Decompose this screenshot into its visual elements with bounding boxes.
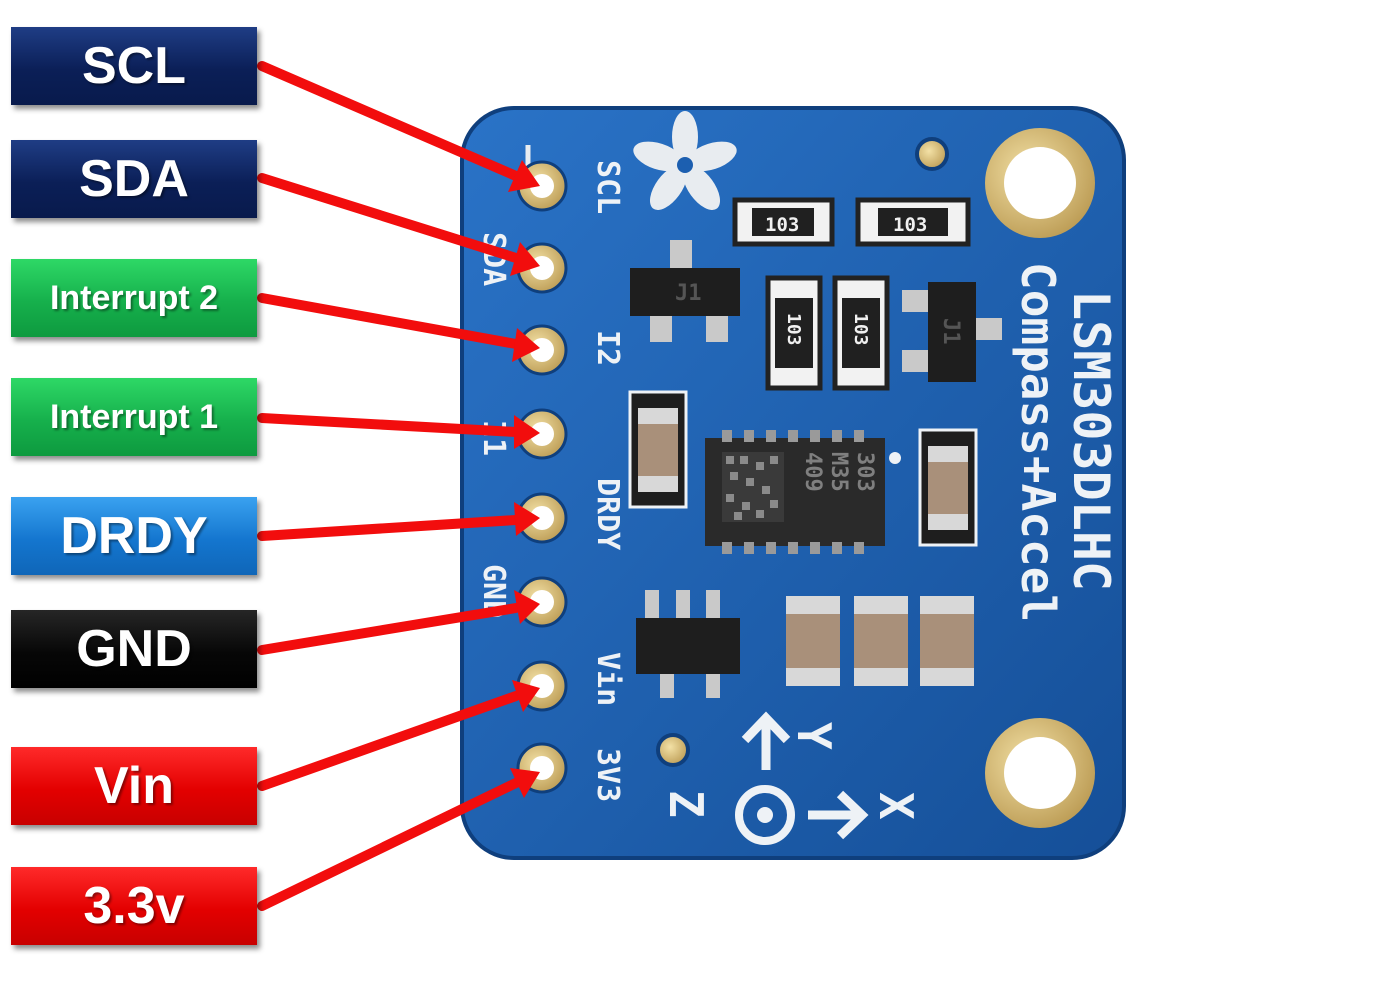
connector-arrows [257,61,540,911]
datamatrix-code [722,452,784,522]
label-scl: SCL [11,27,257,105]
arrow-sda [257,173,540,276]
resistor-103: 103 [765,275,823,391]
chip-name-silkscreen: LSM303DLHC [1062,290,1120,591]
arrow-3v3 [257,768,540,911]
capacitor [854,596,908,686]
arrow-vin [257,680,540,791]
transistor-j1: J1 [630,240,740,342]
resistor-103: 103 [732,197,835,247]
axis-label-x: X [869,792,923,820]
pin-label-drdy: DRDY [590,478,625,550]
label-gnd: GND [11,610,257,688]
via [915,137,949,171]
voltage-regulator [636,590,740,698]
capacitor [920,596,974,686]
resistor-103: 103 [855,197,971,247]
svg-text:103: 103 [850,313,871,346]
capacitor [628,390,688,509]
label-3v3: 3.3v [11,867,257,945]
arrow-drdy [257,502,540,541]
svg-text:103: 103 [783,313,804,346]
svg-text:103: 103 [893,214,927,236]
arrow-interrupt-1 [257,413,540,449]
label-interrupt-2: Interrupt 2 [11,259,257,337]
label-vin: Vin [11,747,257,825]
pin-label-3v3: 3V3 [590,748,625,802]
via [656,733,690,767]
arrow-gnd [257,590,540,655]
arrow-scl [257,61,540,192]
sensor-chip: 303 M35 409 [705,430,885,554]
mount-hole-bottom [985,718,1095,828]
axis-label-y: Y [787,722,841,750]
label-sda: SDA [11,140,257,218]
resistor-103: 103 [832,275,890,391]
capacitor [786,596,840,686]
arrow-interrupt-2 [257,293,540,362]
label-interrupt-1: Interrupt 1 [11,378,257,456]
svg-text:303: 303 [852,452,877,492]
svg-text:M35: M35 [826,452,851,492]
svg-text:409: 409 [800,452,825,492]
axis-x-arrow [808,790,869,840]
mount-hole-top [985,128,1095,238]
pin-label-i2: I2 [590,330,625,366]
axis-z-out-icon [735,785,795,845]
pin-label-vin: Vin [590,652,625,706]
svg-text:J1: J1 [675,281,702,306]
pin-label-scl: SCL [590,160,625,214]
svg-text:J1: J1 [938,318,963,345]
axis-label-z: Z [659,790,713,818]
flower-logo-icon [633,111,737,211]
transistor-j1: J1 [902,282,1002,382]
axis-y-arrow [741,711,791,770]
board-subtitle-silkscreen: Compass+Accel [1011,262,1065,622]
label-drdy: DRDY [11,497,257,575]
pin1-dot [889,452,901,464]
svg-text:103: 103 [765,214,799,236]
capacitor [918,428,978,547]
